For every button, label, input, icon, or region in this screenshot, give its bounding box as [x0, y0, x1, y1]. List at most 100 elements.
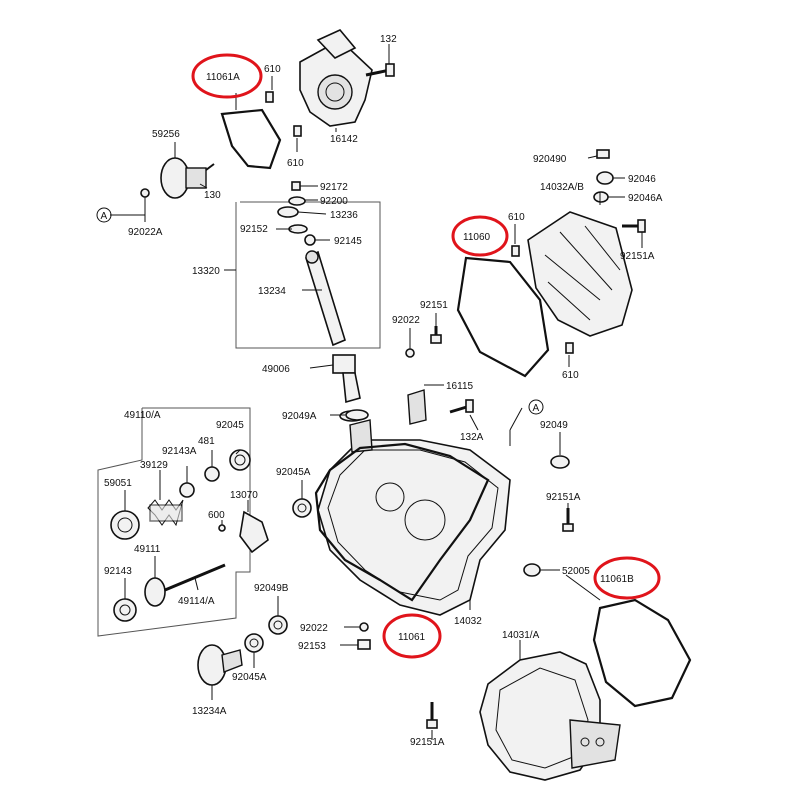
label-130: 130 [204, 190, 221, 201]
label-600: 600 [208, 510, 225, 521]
label-59256: 59256 [152, 129, 180, 140]
washer-92022A [140, 188, 150, 198]
impeller-59256 [160, 157, 215, 199]
label-92049: 92049 [540, 420, 568, 431]
washer-92022b [359, 622, 369, 632]
label-49006: 49006 [262, 364, 290, 375]
bolt-92151 [430, 326, 442, 344]
highlight-11061A [191, 53, 263, 99]
seal-92049 [550, 455, 570, 469]
label-92151A-c: 92151A [410, 737, 445, 748]
label-610-d: 610 [562, 370, 579, 381]
label-16115: 16115 [446, 381, 474, 392]
seal-92049B [268, 615, 288, 635]
label-92046: 92046 [628, 174, 656, 185]
label-92143A: 92143A [162, 446, 197, 457]
box-49110 [97, 407, 251, 637]
label-610-a: 610 [264, 64, 281, 75]
label-132: 132 [380, 34, 397, 45]
gear-59051 [110, 510, 140, 540]
label-92151A-a: 92151A [620, 251, 655, 262]
label-920490: 920490 [533, 154, 567, 165]
label-132A: 132A [460, 432, 484, 443]
engine-cover-14032 [317, 389, 511, 616]
clutch-cover-14031A [479, 651, 621, 781]
label-92049B: 92049B [254, 583, 289, 594]
highlight-11060 [451, 215, 509, 257]
circlip-481 [204, 466, 220, 482]
highlight-11061B [593, 556, 661, 600]
plug-92153 [357, 639, 371, 650]
impeller-13070 [239, 510, 269, 554]
bolt-132A [449, 399, 474, 414]
label-92151: 92151 [420, 300, 448, 311]
gasket-11061A [220, 108, 282, 170]
label-13234A: 13234A [192, 706, 227, 717]
plug-92046A [593, 191, 609, 203]
label-92200: 92200 [320, 196, 348, 207]
marker-a-2: A [533, 403, 540, 414]
label-16142: 16142 [330, 134, 358, 145]
bearing-92045 [229, 449, 251, 471]
box-13320 [235, 201, 381, 349]
label-92151A-b: 92151A [546, 492, 581, 503]
label-13234: 13234 [258, 286, 286, 297]
label-11061B: 11061B [600, 574, 634, 585]
label-49111: 49111 [134, 544, 161, 555]
label-14032: 14032 [454, 616, 482, 627]
label-92143: 92143 [104, 566, 132, 577]
label-11061A: 11061A [206, 72, 240, 83]
label-92153: 92153 [298, 641, 326, 652]
label-92022-a: 92022 [392, 315, 420, 326]
highlight-11061 [382, 613, 442, 659]
label-11061: 11061 [398, 632, 426, 643]
label-92022-b: 92022 [300, 623, 328, 634]
seal-52005 [523, 563, 541, 577]
highlight-marks [191, 53, 661, 659]
label-49114A: 49114/A [178, 596, 215, 607]
leader-lines [110, 44, 643, 740]
pin-600 [218, 524, 226, 532]
gear-13234A [197, 644, 243, 686]
label-11060: 11060 [463, 232, 491, 243]
label-13236: 13236 [330, 210, 358, 221]
bolt-92151A-b [562, 508, 574, 532]
label-39129: 39129 [140, 460, 168, 471]
label-49110A: 49110/A [124, 410, 161, 421]
bolt-92151A-c [426, 702, 438, 729]
label-92045A: 92045A [276, 467, 311, 478]
seal-92049A [345, 409, 369, 421]
label-92022A: 92022A [128, 227, 163, 238]
label-92152: 92152 [240, 224, 268, 235]
label-481: 481 [198, 436, 215, 447]
bolt-132 [365, 63, 395, 77]
clutch-cover-14032AB [527, 211, 633, 337]
label-92045-a: 92045 [216, 420, 244, 431]
bearing-92045A-b [244, 633, 264, 653]
label-610-c: 610 [508, 212, 525, 223]
cap-920490 [596, 149, 610, 159]
label-13070: 13070 [230, 490, 258, 501]
bearing-92143 [113, 598, 137, 622]
marker-a-circle-1 [96, 207, 112, 223]
label-92172: 92172 [320, 182, 348, 193]
dowel-610c [511, 245, 520, 257]
label-92049A: 92049A [282, 411, 317, 422]
label-14031A: 14031/A [502, 630, 540, 641]
dowel-610b [293, 125, 302, 137]
dowel-610d [565, 342, 574, 354]
label-13320: 13320 [192, 266, 220, 277]
bolt-92151A-a [622, 219, 646, 233]
ring-92143A [179, 482, 195, 498]
label-610-b: 610 [287, 158, 304, 169]
small-parts-13320 [277, 181, 316, 246]
dowel-610 [265, 91, 274, 103]
label-92046A: 92046A [628, 193, 663, 204]
gasket-11060 [456, 256, 550, 378]
washer-92022 [405, 348, 415, 358]
part-labels: 11061A 610 132 16142 610 59256 130 92022… [96, 34, 663, 748]
gasket-11061B [592, 598, 692, 708]
spring-39129 [147, 499, 184, 527]
